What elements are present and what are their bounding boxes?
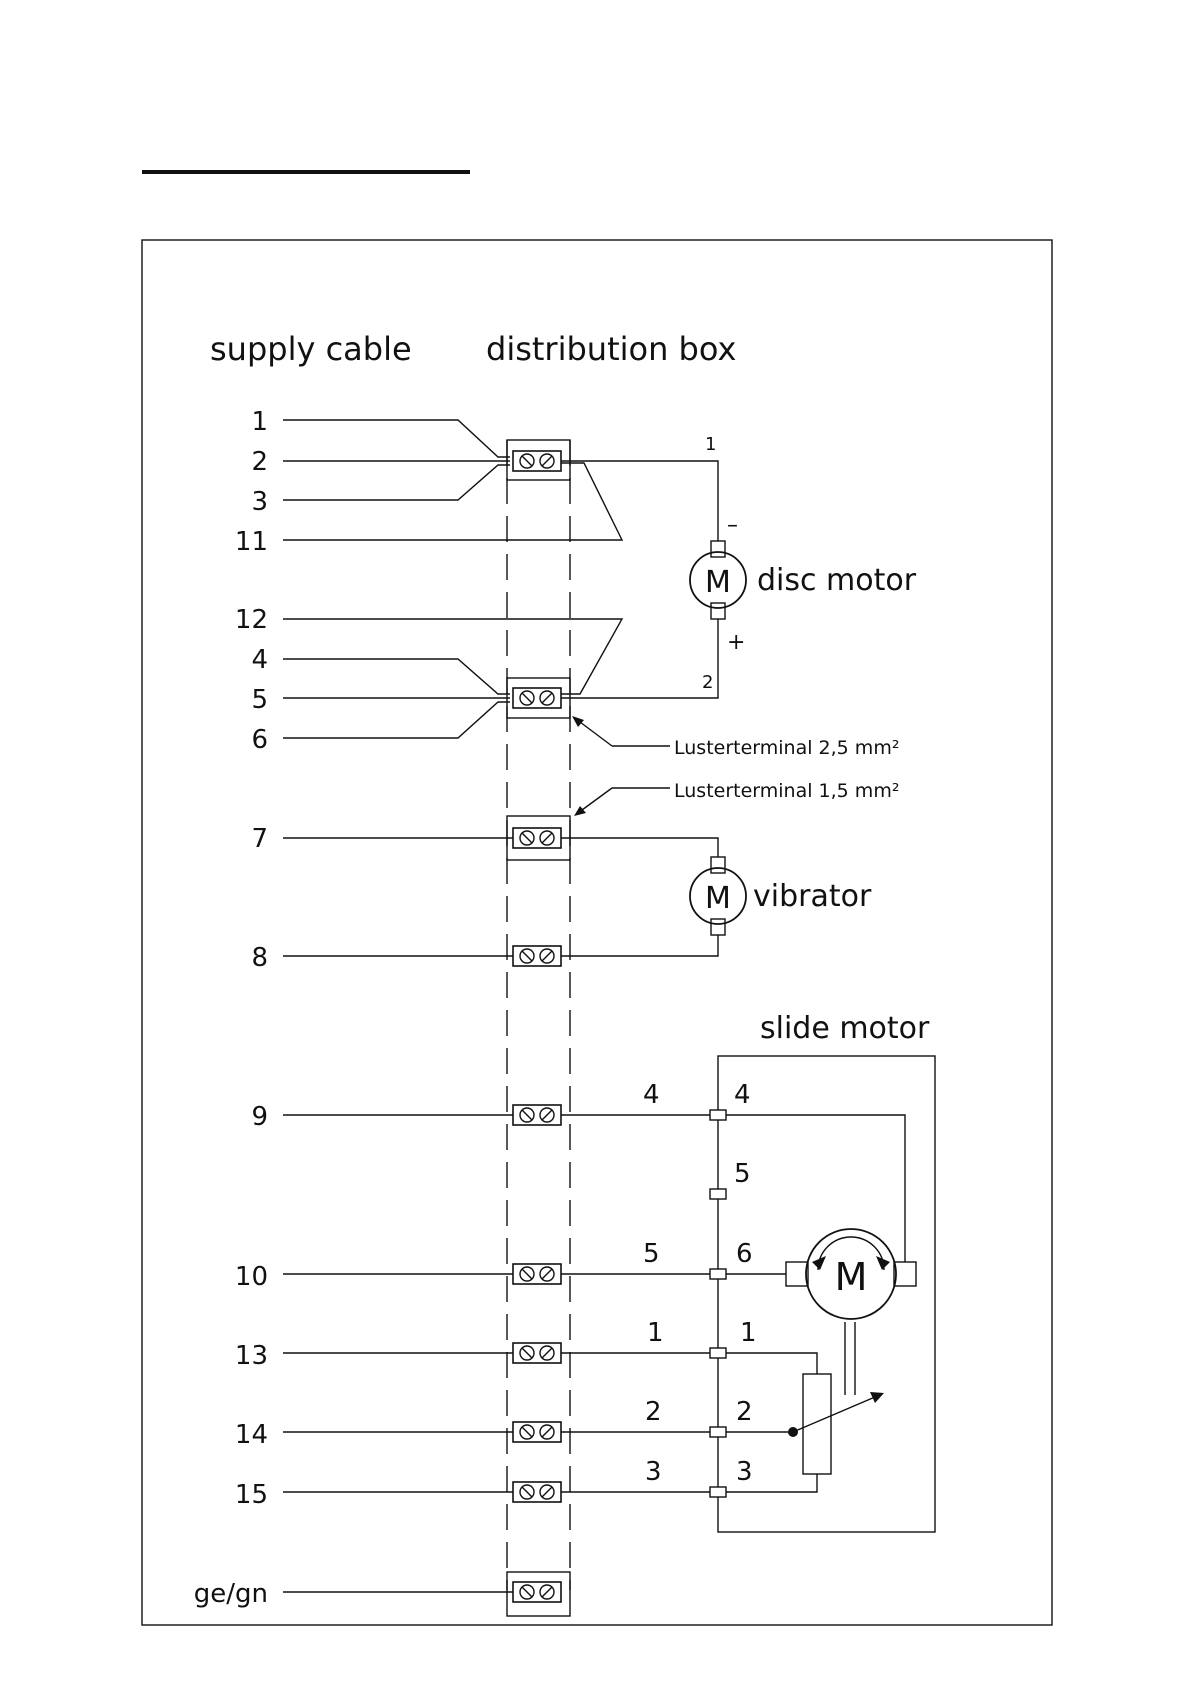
slide-wire-number-3: 3 bbox=[645, 1457, 662, 1487]
wire-label-4: 4 bbox=[251, 645, 268, 675]
disc-motor-symbol: M bbox=[705, 565, 731, 600]
wire-label-7: 7 bbox=[251, 824, 268, 854]
potentiometer bbox=[788, 1374, 884, 1474]
slide-motor-label: slide motor bbox=[760, 1011, 930, 1046]
clamp-9 bbox=[513, 1482, 561, 1502]
wire-label-2: 2 bbox=[251, 447, 268, 477]
wires-top-group bbox=[283, 420, 622, 540]
slide-pin-4: 4 bbox=[734, 1080, 751, 1110]
slide-wire-number-1: 1 bbox=[647, 1318, 664, 1348]
slide-pin-1: 1 bbox=[740, 1318, 757, 1348]
wire-label-10: 10 bbox=[235, 1262, 268, 1292]
wire-label-5: 5 bbox=[251, 685, 268, 715]
wire-label-11: 11 bbox=[235, 527, 268, 557]
wire-label-9: 9 bbox=[251, 1102, 268, 1132]
terminal-note-arrow-1 bbox=[572, 716, 584, 727]
disc-motor-minus: – bbox=[727, 513, 738, 538]
wire-label-ge-gn: ge/gn bbox=[194, 1579, 268, 1609]
disc-motor-plus: + bbox=[727, 630, 745, 655]
disc-motor-label: disc motor bbox=[757, 563, 917, 598]
supply-cable-header: supply cable bbox=[210, 330, 412, 368]
wire-label-1: 1 bbox=[251, 407, 268, 437]
wire-label-8: 8 bbox=[251, 943, 268, 973]
vibrator-symbol: M bbox=[705, 881, 731, 916]
terminal-note-arrow-2 bbox=[574, 806, 586, 816]
disc-motor-pin-2: 2 bbox=[702, 672, 713, 693]
clamp-7 bbox=[513, 1343, 561, 1363]
clamp-3 bbox=[513, 828, 561, 848]
wire-label-6: 6 bbox=[251, 725, 268, 755]
terminal-note-leader-1-diag bbox=[580, 722, 612, 746]
clamp-8 bbox=[513, 1422, 561, 1442]
wire-label-3: 3 bbox=[251, 487, 268, 517]
terminal-note-1-5: Lusterterminal 1,5 mm² bbox=[674, 780, 899, 802]
clamp-5 bbox=[513, 1105, 561, 1125]
clamp-10 bbox=[513, 1582, 561, 1602]
slide-motor-connections bbox=[561, 1115, 905, 1492]
diagram-frame bbox=[142, 240, 1052, 1625]
clamp-4 bbox=[513, 946, 561, 966]
clamp-6 bbox=[513, 1264, 561, 1284]
slide-wire-number-2: 2 bbox=[645, 1397, 662, 1427]
wire-label-12: 12 bbox=[235, 605, 268, 635]
slide-pin-2: 2 bbox=[736, 1397, 753, 1427]
wire-label-13: 13 bbox=[235, 1341, 268, 1371]
slide-wire-number-4: 4 bbox=[643, 1080, 660, 1110]
terminal-note-2-5: Lusterterminal 2,5 mm² bbox=[674, 737, 899, 759]
slide-pin-6: 6 bbox=[736, 1239, 753, 1269]
clamp-2 bbox=[513, 688, 561, 708]
slide-wire-number-5: 5 bbox=[643, 1239, 660, 1269]
terminal-note-leader-2-diag bbox=[582, 788, 612, 810]
clamp-1 bbox=[513, 451, 561, 471]
distribution-box-header: distribution box bbox=[486, 330, 736, 368]
wire-label-15: 15 bbox=[235, 1480, 268, 1510]
wire-label-14: 14 bbox=[235, 1420, 268, 1450]
slide-pin-5: 5 bbox=[734, 1159, 751, 1189]
vibrator-label: vibrator bbox=[753, 879, 872, 914]
slide-pin-3: 3 bbox=[736, 1457, 753, 1487]
slide-motor-symbol: M bbox=[835, 1255, 868, 1299]
wires-second-group bbox=[283, 619, 622, 738]
wires-lower-group bbox=[283, 838, 515, 1592]
disc-motor-pin-1: 1 bbox=[705, 434, 716, 455]
